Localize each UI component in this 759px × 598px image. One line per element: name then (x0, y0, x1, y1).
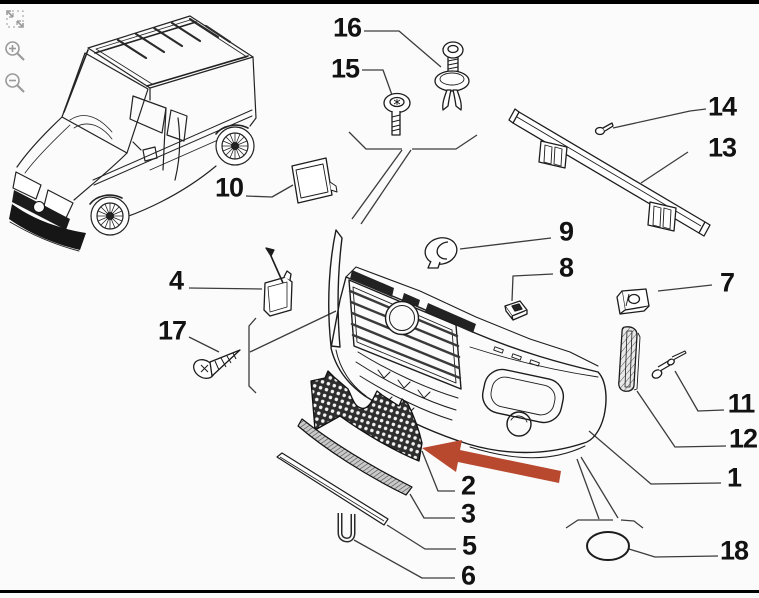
part-1-bumper (328, 229, 607, 459)
callout-14: 14 (707, 91, 737, 122)
part-11-pin (651, 350, 687, 379)
callout-2: 2 (460, 470, 476, 501)
part-8-clip (504, 300, 528, 321)
zoom-out-button[interactable] (2, 70, 28, 96)
callout-12: 12 (728, 423, 758, 454)
part-14-bolt (594, 122, 614, 136)
callout-8: 8 (558, 252, 574, 283)
callout-5: 5 (461, 530, 477, 561)
callout-17: 17 (157, 315, 187, 346)
callout-11: 11 (727, 388, 756, 419)
callout-3: 3 (460, 498, 476, 529)
callout-1: 1 (726, 462, 742, 493)
part-18-plug (586, 531, 630, 561)
part-5-trim-strip (276, 452, 389, 526)
part-15-screw (383, 92, 411, 136)
page-frame-top (0, 0, 759, 4)
callout-7: 7 (719, 267, 735, 298)
callout-18: 18 (719, 535, 749, 566)
fit-to-screen-icon (4, 8, 26, 30)
callout-16: 16 (332, 12, 362, 43)
callout-6: 6 (460, 560, 476, 591)
viewer-toolbar (2, 6, 28, 96)
part-2-mesh-grille (310, 370, 423, 462)
part-4-cover (263, 247, 293, 317)
part-9-grommet (424, 237, 458, 269)
part-12-vent-strip (618, 326, 641, 392)
page-frame-bottom (0, 590, 759, 593)
part-6-u-clip (337, 513, 356, 543)
vehicle-illustration (9, 15, 257, 252)
part-3-mesh-strip (297, 418, 413, 496)
zoom-out-icon (3, 71, 27, 95)
part-17-screw (193, 349, 241, 379)
part-10-cover (291, 157, 338, 204)
zoom-in-button[interactable] (2, 38, 28, 64)
part-7-clip-nut (616, 288, 650, 315)
part-16-rivet (434, 41, 470, 111)
callout-4: 4 (168, 265, 184, 296)
callout-13: 13 (707, 132, 737, 163)
zoom-in-icon (3, 39, 27, 63)
highlight-arrow (422, 440, 561, 483)
leader-lines (188, 30, 727, 579)
callout-10: 10 (214, 172, 244, 203)
callout-15: 15 (330, 53, 360, 84)
callout-9: 9 (558, 216, 574, 247)
fit-to-screen-button[interactable] (2, 6, 28, 32)
part-13-crossbar (508, 108, 711, 237)
